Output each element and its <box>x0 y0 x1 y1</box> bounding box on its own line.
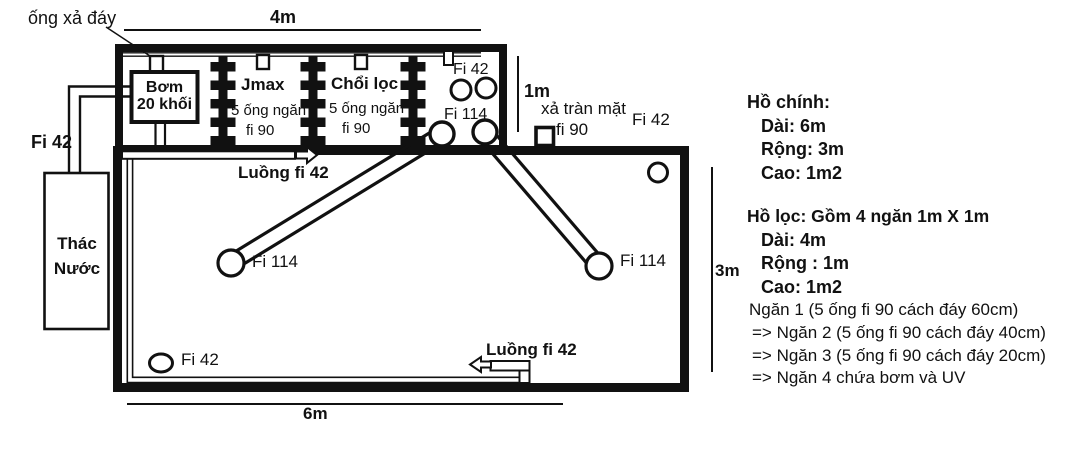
bottom-return-pipe <box>126 158 521 384</box>
outlet-right-label: Fi 114 <box>620 251 666 270</box>
overflow-label-line2: fi 90 <box>556 120 589 139</box>
divider-1 <box>210 56 236 146</box>
compartment-dividers <box>210 56 426 146</box>
flow-arrow-left-icon <box>468 355 492 374</box>
bottom-drain-opening <box>148 352 174 374</box>
top-right-pipe-opening <box>647 161 669 184</box>
compartment3-note1: 5 ống ngăn <box>329 100 405 117</box>
drain-fitting-4 <box>443 50 454 66</box>
divider-2 <box>300 56 326 146</box>
drain-fitting-3 <box>353 53 369 71</box>
compartment3-title: Chổi lọc <box>331 74 399 93</box>
outlet-right-opening <box>584 251 614 281</box>
pump-box-outline <box>129 70 200 124</box>
compartment2-note1: 5 ống ngăn <box>231 102 307 119</box>
pump-drop-pipe <box>154 122 167 152</box>
flow-bottom-label: Luồng fi 42 <box>486 340 577 359</box>
notes-main-spec-2: Rộng: 3m <box>761 139 844 159</box>
compartment4-fi42-label: Fi 42 <box>453 61 489 78</box>
notes-main-spec-3: Cao: 1m2 <box>761 163 843 183</box>
drain-fitting-2 <box>255 53 271 71</box>
dimension-lines <box>124 29 713 405</box>
outlet-tube-right-edge <box>477 135 595 272</box>
pump-box-label: Bơm 20 khối <box>133 74 196 120</box>
pump-box-line2: 20 khối <box>136 96 193 113</box>
pump-box-line1: Bơm <box>145 79 184 97</box>
drain-label-leader <box>105 26 151 57</box>
outlet-left-opening <box>216 248 246 278</box>
flow-tube-top <box>121 150 296 160</box>
fi42-opening-2 <box>474 76 498 100</box>
flow-arrow-right-icon <box>295 144 319 166</box>
compartment4-fi114-label: Fi 114 <box>444 106 488 123</box>
notes-compartment-3: => Ngăn 3 (5 ống fi 90 cách đáy 20cm) <box>752 346 1046 365</box>
overflow-fitting <box>534 125 556 148</box>
dim-3m-label: 3m <box>715 261 740 280</box>
notes-filter-spec-2: Rộng : 1m <box>761 253 849 273</box>
overflow-label-line1: xả tràn mặt <box>541 99 627 118</box>
outlet-tube-left-edge <box>226 126 439 258</box>
compartment3-note2: fi 90 <box>342 120 371 137</box>
notes-filter-spec-3: Cao: 1m2 <box>761 277 843 297</box>
drain-pipe-label: ống xả đáy <box>28 8 117 28</box>
fi114-opening-1 <box>428 120 456 148</box>
divider-3 <box>400 56 426 146</box>
drain-fitting-1 <box>148 54 165 74</box>
flow-tube-bottom <box>489 360 531 372</box>
outlet-tube-right-edge <box>488 126 606 263</box>
fi42-opening-1 <box>449 78 473 102</box>
bottom-drain-label: Fi 42 <box>181 350 219 369</box>
dim-1m-label: 1m <box>524 81 551 101</box>
notes-compartment-4: => Ngăn 4 chứa bơm và UV <box>752 368 966 387</box>
dim-6m-label: 6m <box>303 404 328 423</box>
outlet-tubes <box>226 126 606 272</box>
top-right-pipe-label: Fi 42 <box>632 110 670 129</box>
outlet-tube-left-edge <box>234 139 447 271</box>
compartment2-note2: fi 90 <box>246 122 275 139</box>
waterfall-label: Thác Nước <box>45 232 109 281</box>
notes-main-spec-1: Dài: 6m <box>761 116 827 136</box>
inlet-pipe-label: Fi 42 <box>31 132 73 152</box>
waterfall-label-line1: Thác <box>57 234 97 253</box>
fi114-opening-2 <box>471 118 499 146</box>
waterfall-box-outline <box>43 171 110 331</box>
notes-filter-title: Hồ lọc: Gồm 4 ngăn 1m X 1m <box>747 206 990 226</box>
dim-4m-label: 4m <box>270 7 297 27</box>
compartment2-title: Jmax <box>241 75 285 94</box>
notes-main-title: Hồ chính: <box>747 92 830 112</box>
drain-pipe <box>123 50 481 74</box>
waterfall-label-line2: Nước <box>53 258 101 278</box>
notes-compartment-1: Ngăn 1 (5 ống fi 90 cách đáy 60cm) <box>749 300 1019 319</box>
notes-compartment-2: => Ngăn 2 (5 ống fi 90 cách đáy 40cm) <box>752 323 1046 342</box>
outlet-left-label: Fi 114 <box>252 252 298 271</box>
flow-top-label: Luồng fi 42 <box>238 163 329 182</box>
notes-filter-spec-1: Dài: 4m <box>761 230 827 250</box>
